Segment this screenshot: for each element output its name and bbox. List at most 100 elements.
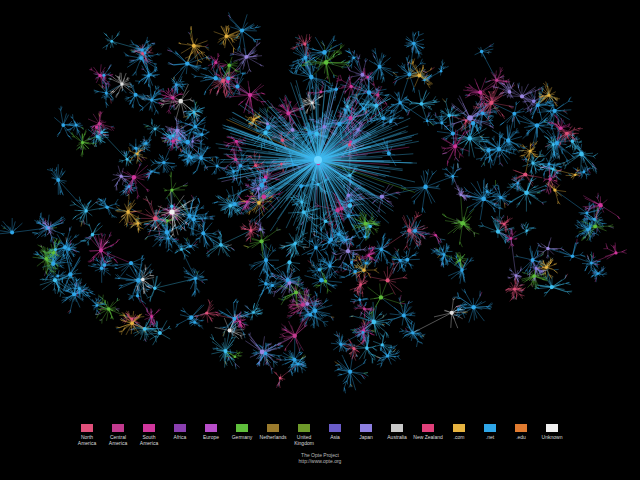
network-hub: [324, 280, 327, 283]
legend-text: .net: [475, 434, 505, 440]
network-hub: [216, 165, 219, 168]
network-hub: [319, 278, 324, 283]
network-hub: [293, 242, 296, 245]
network-hub: [515, 274, 518, 277]
network-hub: [346, 249, 350, 253]
network-links: [41, 52, 589, 357]
network-hub: [517, 182, 519, 184]
network-links: [154, 191, 197, 238]
legend-item: .net: [475, 424, 505, 440]
legend-text: Germany: [227, 434, 257, 440]
network-hub: [598, 203, 602, 207]
legend-swatch: [515, 424, 527, 432]
network-hub: [324, 220, 328, 224]
network-hub: [322, 125, 326, 129]
network-hub: [264, 258, 268, 262]
network-hub: [440, 122, 443, 125]
network-hub: [386, 355, 389, 358]
network-hub: [232, 202, 236, 206]
network-hub: [486, 148, 490, 152]
network-hub: [153, 216, 158, 221]
network-hub: [513, 288, 516, 291]
network-hub: [499, 196, 502, 199]
network-hub: [120, 82, 123, 85]
network-hub: [56, 275, 59, 278]
network-hub: [359, 283, 362, 286]
network-hub: [423, 79, 425, 81]
legend-text: North America: [72, 434, 102, 446]
network-hub: [296, 363, 299, 366]
network-hub: [136, 278, 141, 283]
network-hub: [96, 304, 98, 306]
network-hub: [350, 261, 353, 264]
network-hub: [407, 229, 411, 233]
network-hub: [228, 329, 232, 333]
network-hub: [189, 245, 192, 248]
network-hub: [363, 308, 366, 311]
network-hub: [252, 311, 255, 314]
network-hub: [545, 266, 548, 269]
network-hub: [322, 50, 327, 55]
network-hub: [239, 321, 241, 323]
legend-item: Asia: [320, 424, 350, 440]
network-hub: [451, 132, 455, 136]
network-hub: [571, 140, 574, 143]
legend-swatch: [391, 424, 403, 432]
legend-swatch: [81, 424, 93, 432]
network-hub: [126, 158, 129, 161]
network-hub: [154, 128, 157, 131]
network-hub: [75, 124, 78, 127]
network-hub: [257, 187, 260, 190]
network-hub: [418, 74, 422, 78]
network-hub: [315, 132, 319, 136]
network-hub: [413, 229, 417, 233]
network-hub: [170, 205, 173, 208]
network-hub: [481, 112, 485, 116]
network-hub: [549, 178, 552, 181]
network-hub: [150, 170, 152, 172]
network-hub: [264, 282, 267, 285]
network-hub: [78, 287, 81, 290]
network-hub: [510, 237, 513, 240]
network-hub: [96, 135, 99, 138]
network-hub: [389, 121, 392, 124]
legend-item: Japan: [351, 424, 381, 440]
legend-text: Asia: [320, 434, 350, 440]
network-links: [60, 32, 608, 388]
network-hub: [524, 191, 529, 196]
network-hub: [304, 56, 308, 60]
network-hub: [317, 183, 320, 186]
network-hub: [254, 164, 257, 167]
legend-item: United Kingdom: [289, 424, 319, 446]
legend-text: Australia: [382, 434, 412, 440]
network-hub: [472, 305, 476, 309]
network-hub: [412, 42, 415, 45]
network-hub: [548, 163, 551, 166]
network-hub: [126, 210, 130, 214]
network-hub: [85, 209, 88, 212]
network-hub: [489, 101, 493, 105]
network-hub: [185, 140, 190, 145]
network-hub: [367, 90, 371, 94]
network-hub: [593, 225, 597, 229]
network-hub: [226, 76, 230, 80]
network-hub: [286, 278, 290, 282]
network-hub: [245, 55, 249, 59]
credit-text: The Opte Project: [220, 452, 420, 458]
network-hub: [349, 141, 352, 144]
network-hub: [299, 184, 303, 188]
network-hub: [205, 311, 208, 314]
network-hub: [552, 143, 555, 146]
network-hub: [362, 269, 365, 272]
network-hub: [46, 226, 50, 230]
network-hub: [105, 91, 108, 94]
network-hub: [56, 178, 60, 182]
network-links: [56, 25, 580, 387]
network-hub: [350, 199, 353, 202]
network-hub: [532, 100, 535, 103]
network-hub: [348, 203, 353, 208]
network-hub: [225, 34, 229, 38]
network-hub: [136, 294, 139, 297]
network-hub: [460, 194, 462, 196]
network-hub: [462, 222, 465, 225]
